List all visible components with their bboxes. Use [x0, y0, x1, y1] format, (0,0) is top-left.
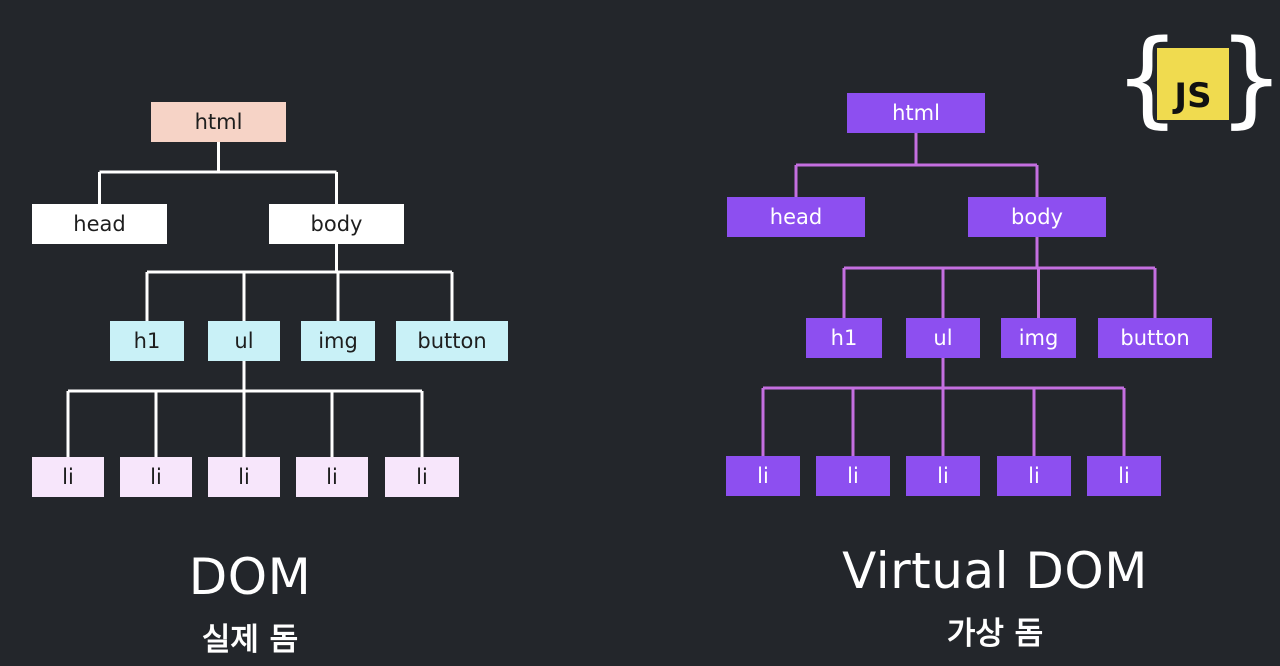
virtual-dom-node-h1: h1: [806, 318, 882, 358]
dom-node-li: li: [208, 457, 280, 497]
virtual-dom-caption: Virtual DOM: [842, 542, 1148, 600]
virtual-dom-node-html: html: [847, 93, 985, 133]
dom-node-li: li: [385, 457, 459, 497]
virtual-dom-node-li: li: [726, 456, 800, 496]
dom-node-label: button: [417, 329, 487, 353]
virtual-dom-node-label: li: [847, 464, 859, 488]
dom-node-li: li: [32, 457, 104, 497]
dom-node-li: li: [296, 457, 368, 497]
virtual-dom-node-label: li: [1118, 464, 1130, 488]
dom-node-h1: h1: [110, 321, 184, 361]
virtual-dom-node-li: li: [816, 456, 890, 496]
dom-node-label: head: [73, 212, 126, 236]
virtual-dom-node-ul: ul: [906, 318, 980, 358]
dom-node-label: img: [318, 329, 358, 353]
virtual-dom-node-label: body: [1011, 205, 1063, 229]
virtual-dom-node-label: h1: [830, 326, 858, 350]
dom-node-head: head: [32, 204, 167, 244]
virtual-dom-node-label: img: [1018, 326, 1059, 350]
virtual-dom-node-li: li: [997, 456, 1071, 496]
virtual-dom-node-label: head: [769, 205, 823, 229]
dom-node-img: img: [301, 321, 375, 361]
dom-caption: DOM: [188, 548, 312, 606]
virtual-dom-node-button: button: [1098, 318, 1212, 358]
dom-node-label: h1: [133, 329, 161, 353]
dom-node-html: html: [151, 102, 286, 142]
dom-subcaption: 실제 돔: [201, 622, 299, 658]
virtual-dom-node-img: img: [1001, 318, 1076, 358]
dom-node-label: body: [310, 212, 363, 236]
virtual-dom-node-label: ul: [933, 326, 953, 350]
virtual-dom-node-label: li: [757, 464, 769, 488]
virtual-dom-node-li: li: [906, 456, 980, 496]
virtual-dom-node-head: head: [727, 197, 865, 237]
virtual-dom-node-label: button: [1120, 326, 1190, 350]
javascript-logo: { JS }: [1116, 20, 1280, 142]
dom-node-label: ul: [234, 329, 254, 353]
right-brace: }: [1220, 17, 1280, 139]
dom-node-label: li: [238, 465, 250, 489]
dom-node-ul: ul: [208, 321, 280, 361]
virtual-dom-subcaption: 가상 돔: [946, 616, 1044, 652]
dom-node-label: li: [326, 465, 338, 489]
virtual-dom-node-label: li: [1028, 464, 1040, 488]
virtual-dom-node-li: li: [1087, 456, 1161, 496]
dom-node-label: li: [62, 465, 74, 489]
js-logo-box: JS: [1157, 48, 1229, 120]
dom-node-body: body: [269, 204, 404, 244]
dom-node-button: button: [396, 321, 508, 361]
js-logo-text: JS: [1174, 76, 1212, 116]
dom-node-label: li: [150, 465, 162, 489]
virtual-dom-node-body: body: [968, 197, 1106, 237]
dom-node-label: html: [194, 110, 243, 134]
dom-node-label: li: [416, 465, 428, 489]
virtual-dom-node-label: html: [892, 101, 940, 125]
virtual-dom-node-label: li: [937, 464, 949, 488]
dom-node-li: li: [120, 457, 192, 497]
